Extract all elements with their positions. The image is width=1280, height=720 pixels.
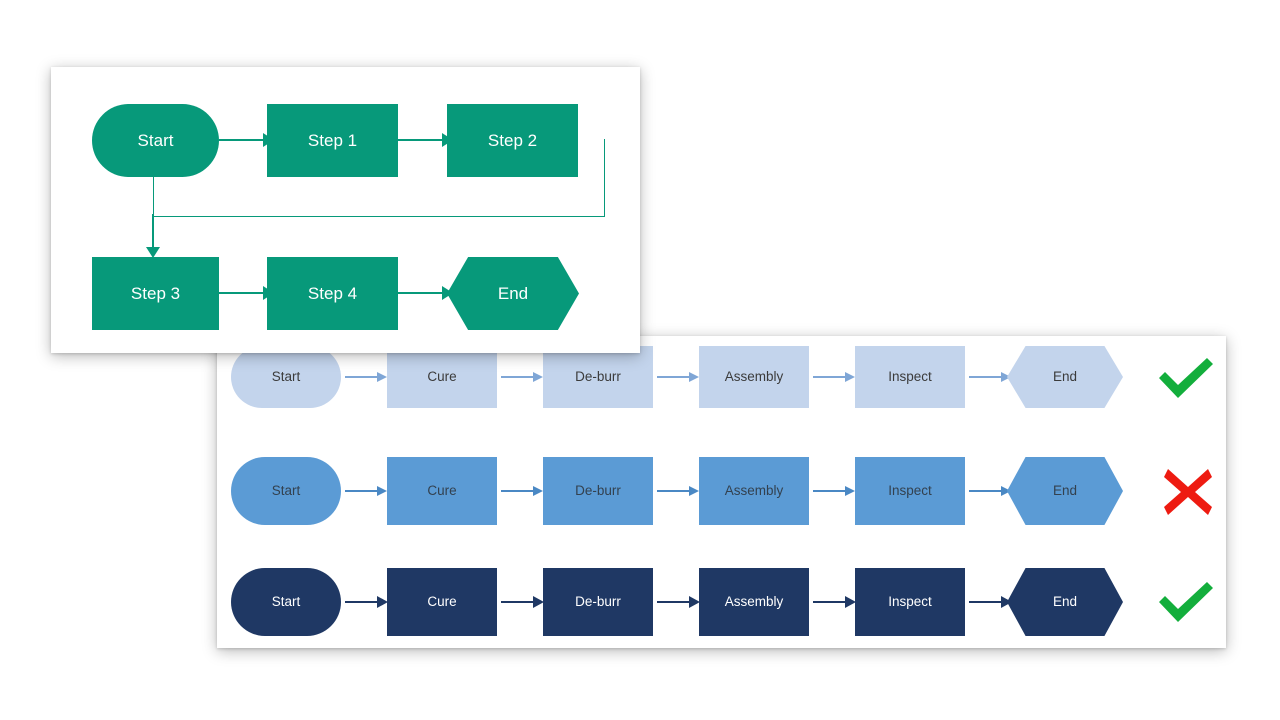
status-check-icon <box>1155 580 1217 624</box>
node-label: Step 1 <box>307 131 358 150</box>
node-de-burr[interactable]: De-burr <box>543 457 653 525</box>
connector-arrow-3 <box>689 596 700 608</box>
connector-4 <box>813 376 847 378</box>
node-end[interactable]: End <box>447 257 579 330</box>
node-label: End <box>1052 594 1078 610</box>
node-cure[interactable]: Cure <box>387 346 497 408</box>
node-start[interactable]: Start <box>231 457 341 525</box>
node-start[interactable]: Start <box>92 104 219 177</box>
connector-arrow-1 <box>377 372 387 382</box>
connector-step2-step3 <box>153 139 605 217</box>
node-end[interactable]: End <box>1007 568 1123 636</box>
connector-arrow-2 <box>533 486 543 496</box>
node-label: Step 4 <box>307 284 358 303</box>
connector-arrow-1 <box>377 486 387 496</box>
node-label: Assembly <box>724 483 784 499</box>
node-label: Start <box>271 369 301 385</box>
connector-arrow-2 <box>533 596 544 608</box>
node-label: Start <box>271 594 301 610</box>
node-end[interactable]: End <box>1007 346 1123 408</box>
process-variants-card[interactable]: Start Cure De-burr Assembly Inspect <box>217 336 1226 648</box>
node-cure[interactable]: Cure <box>387 457 497 525</box>
node-label: Cure <box>427 594 457 610</box>
node-inspect[interactable]: Inspect <box>855 346 965 408</box>
node-label: Cure <box>427 369 457 385</box>
connector-3 <box>657 376 691 378</box>
connector-arrow-1 <box>377 596 388 608</box>
node-label: Inspect <box>888 594 932 610</box>
green-flowchart-card[interactable]: Start Step 1 Step 2 Step 3 Step 4 End <box>51 67 640 353</box>
node-assembly[interactable]: Assembly <box>699 457 809 525</box>
connector-2 <box>501 490 535 492</box>
node-label: Start <box>137 131 174 150</box>
connector-arrow-4 <box>845 486 855 496</box>
node-label: Step 3 <box>130 284 181 303</box>
node-label: Assembly <box>724 369 784 385</box>
connector-step4-end <box>398 292 444 294</box>
connector-step3-step4 <box>219 292 265 294</box>
node-assembly[interactable]: Assembly <box>699 568 809 636</box>
connector-4 <box>813 601 847 603</box>
connector-arrow-3 <box>689 486 699 496</box>
node-label: End <box>1052 483 1078 499</box>
connector-1 <box>345 601 379 603</box>
node-label: De-burr <box>575 594 621 610</box>
node-step-1[interactable]: Step 1 <box>267 104 398 177</box>
connector-step2-step3-drop <box>152 214 154 253</box>
node-label: Inspect <box>888 483 932 499</box>
connector-arrow-step2-step3 <box>146 247 160 258</box>
connector-arrow-4 <box>845 596 856 608</box>
node-de-burr[interactable]: De-burr <box>543 568 653 636</box>
variant-row-dark[interactable]: Start Cure De-burr Assembly Inspect <box>217 568 1226 640</box>
connector-arrow-4 <box>845 372 855 382</box>
node-step-4[interactable]: Step 4 <box>267 257 398 330</box>
connector-1 <box>345 376 379 378</box>
node-label: Cure <box>427 483 457 499</box>
node-label: Inspect <box>888 369 932 385</box>
node-label: Assembly <box>724 594 784 610</box>
connector-5 <box>969 601 1003 603</box>
node-de-burr[interactable]: De-burr <box>543 346 653 408</box>
node-label: Step 2 <box>487 131 538 150</box>
connector-5 <box>969 376 1003 378</box>
node-label: End <box>497 284 529 303</box>
node-end[interactable]: End <box>1007 457 1123 525</box>
variant-row-light[interactable]: Start Cure De-burr Assembly Inspect <box>217 346 1226 418</box>
connector-2 <box>501 601 535 603</box>
node-label: Start <box>271 483 301 499</box>
connector-arrow-5 <box>1001 486 1011 496</box>
variant-row-medium[interactable]: Start Cure De-burr Assembly Inspect <box>217 457 1226 529</box>
status-check-icon <box>1155 356 1217 400</box>
connector-arrow-5 <box>1001 596 1012 608</box>
connector-3 <box>657 490 691 492</box>
connector-arrow-5 <box>1001 372 1011 382</box>
connector-3 <box>657 601 691 603</box>
connector-arrow-2 <box>533 372 543 382</box>
node-cure[interactable]: Cure <box>387 568 497 636</box>
connector-arrow-3 <box>689 372 699 382</box>
node-start[interactable]: Start <box>231 568 341 636</box>
status-cross-icon <box>1162 467 1214 517</box>
node-step-3[interactable]: Step 3 <box>92 257 219 330</box>
node-inspect[interactable]: Inspect <box>855 568 965 636</box>
node-assembly[interactable]: Assembly <box>699 346 809 408</box>
connector-2 <box>501 376 535 378</box>
node-inspect[interactable]: Inspect <box>855 457 965 525</box>
connector-1 <box>345 490 379 492</box>
node-start[interactable]: Start <box>231 346 341 408</box>
connector-5 <box>969 490 1003 492</box>
node-step-2[interactable]: Step 2 <box>447 104 578 177</box>
node-label: De-burr <box>575 483 621 499</box>
connector-step1-step2 <box>398 139 444 141</box>
node-label: De-burr <box>575 369 621 385</box>
node-label: End <box>1052 369 1078 385</box>
connector-4 <box>813 490 847 492</box>
connector-start-step1 <box>219 139 265 141</box>
